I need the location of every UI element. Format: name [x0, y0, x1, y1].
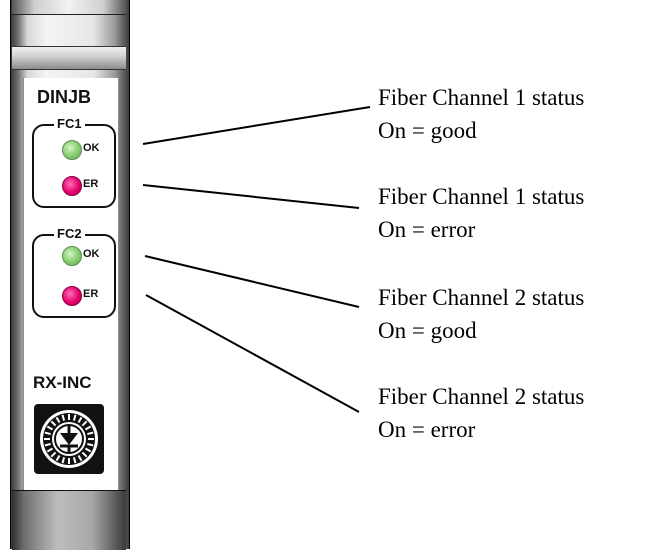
rotary-encoder-icon — [34, 404, 104, 474]
fc1-ok-label: OK — [83, 142, 100, 154]
module-name-label: DINJB — [37, 87, 92, 107]
fc1-title: FC1 — [54, 117, 85, 131]
fc1-ok-led — [62, 140, 82, 160]
dinjb-module: DINJB FC1 OK ER FC2 OK ER RX-INC — [0, 0, 132, 550]
callout-fc1-good-line2: On = good — [378, 118, 477, 143]
fc1-led-group: FC1 OK ER — [32, 117, 116, 208]
callout-fc2-good-line2: On = good — [378, 318, 477, 343]
module-bottom-rail — [12, 490, 126, 550]
callout-fc2-error: Fiber Channel 2 status On = error — [378, 380, 584, 446]
callout-fc2-error-line2: On = error — [378, 417, 476, 442]
fc2-ok-label: OK — [83, 248, 100, 260]
rx-inc-label: RX-INC — [33, 373, 92, 392]
module-top-cap — [12, 0, 126, 15]
callout-fc1-good-line1: Fiber Channel 1 status — [378, 85, 585, 110]
fc2-ok-led — [62, 246, 82, 266]
callout-fc1-good: Fiber Channel 1 status On = good — [378, 81, 584, 147]
fc2-er-led — [62, 286, 82, 306]
fc2-led-group: FC2 OK ER — [32, 227, 116, 318]
callout-line-fc2-er — [145, 294, 360, 413]
callout-line-fc1-er — [142, 184, 360, 209]
fc1-er-label: ER — [83, 178, 99, 190]
callout-line-fc1-ok — [142, 106, 371, 145]
fc2-title: FC2 — [54, 227, 85, 241]
callout-fc1-error-line2: On = error — [378, 217, 476, 242]
callout-line-fc2-ok — [144, 255, 360, 308]
callout-fc2-good: Fiber Channel 2 status On = good — [378, 281, 584, 347]
module-top-rail — [12, 46, 126, 70]
callout-fc2-good-line1: Fiber Channel 2 status — [378, 285, 585, 310]
fc2-er-label: ER — [83, 288, 99, 300]
fc1-er-led — [62, 176, 82, 196]
callout-fc2-error-line1: Fiber Channel 2 status — [378, 384, 585, 409]
callout-fc1-error: Fiber Channel 1 status On = error — [378, 180, 584, 246]
callout-fc1-error-line1: Fiber Channel 1 status — [378, 184, 585, 209]
